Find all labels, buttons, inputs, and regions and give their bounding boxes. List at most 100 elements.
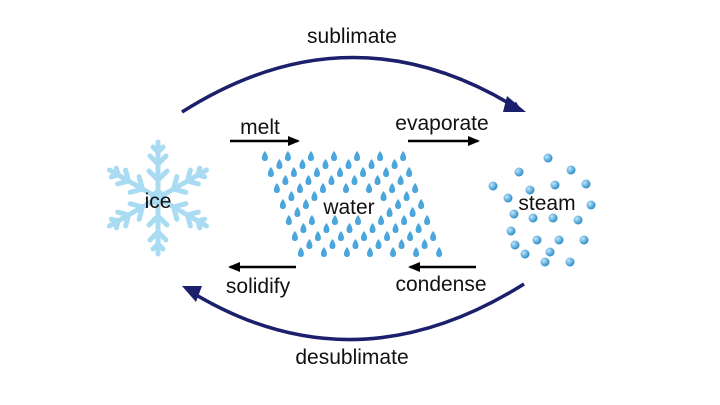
condense-label: condense (395, 273, 487, 296)
water-droplet (331, 151, 337, 161)
water-droplet (308, 215, 315, 225)
water-droplet (421, 239, 428, 249)
water-droplet (361, 231, 367, 241)
water-droplet (343, 183, 349, 193)
water-droplet (424, 215, 431, 225)
water-droplet (337, 231, 344, 241)
water-droplet (367, 247, 373, 257)
sublimate-arrowhead (503, 96, 526, 112)
water-droplet (288, 191, 295, 201)
water-droplet (369, 223, 376, 233)
steam-particle (573, 215, 583, 225)
water-droplet (284, 151, 291, 161)
water-droplet (291, 231, 298, 241)
water-droplet (329, 239, 336, 249)
water-droplet (418, 199, 425, 209)
water-droplet (311, 191, 318, 201)
water-droplet (436, 247, 443, 257)
steam-particle (586, 200, 596, 210)
steam-particle (554, 235, 564, 245)
water-droplet (366, 183, 373, 193)
water-droplet (328, 175, 335, 185)
water-droplet (302, 199, 309, 209)
water-droplets-icon (261, 151, 443, 257)
melt-label: melt (240, 116, 280, 139)
steam-particle (525, 185, 535, 195)
desublimate-arrow (187, 282, 525, 342)
steam-particle (548, 213, 558, 223)
water-droplet (313, 167, 320, 177)
sublimate-label: sublimate (307, 25, 397, 48)
steam-particle (565, 257, 575, 267)
water-droplet (403, 191, 410, 201)
water-droplet (430, 231, 437, 241)
steam-particle (540, 257, 550, 267)
steam-particle (579, 235, 589, 245)
water-droplet (392, 223, 399, 233)
water-droplet (306, 239, 313, 249)
steam-label: steam (518, 192, 576, 215)
water-droplet (305, 175, 312, 185)
desublimate-label: desublimate (295, 346, 409, 369)
water-droplet (360, 167, 367, 177)
water-droplet (322, 159, 329, 169)
water-droplet (368, 159, 375, 169)
water-droplet (273, 183, 280, 193)
water-droplet (409, 207, 416, 217)
water-droplet (314, 231, 321, 241)
water-droplet (354, 151, 361, 161)
water-droplet (345, 159, 352, 169)
steam-particle (520, 249, 530, 259)
water-droplet (407, 231, 414, 241)
water-droplet (294, 207, 301, 217)
water-droplet (401, 215, 408, 225)
water-droplet (276, 159, 283, 169)
water-label: water (323, 196, 375, 219)
water-droplet (355, 215, 361, 225)
steam-particle (550, 180, 560, 190)
water-droplet (398, 239, 405, 249)
vapor-particles-icon (488, 153, 596, 267)
steam-particle (543, 153, 553, 163)
water-droplet (390, 247, 397, 257)
water-droplet (378, 215, 385, 225)
water-droplet (299, 159, 306, 169)
sublimate-arrow (181, 55, 522, 114)
steam-particle (488, 181, 498, 191)
water-droplet (267, 167, 274, 177)
water-droplet (375, 239, 382, 249)
steam-particle (532, 235, 542, 245)
water-droplet (351, 175, 358, 185)
steam-particle (545, 247, 555, 257)
water-droplet (397, 175, 404, 185)
water-droplet (352, 239, 359, 249)
water-droplet (343, 247, 350, 257)
water-droplet (300, 223, 307, 233)
steam-particle (506, 226, 516, 236)
water-droplet (337, 167, 343, 177)
solidify-label: solidify (225, 275, 291, 298)
snowflake-icon (105, 139, 211, 254)
steam-particle (510, 240, 520, 250)
water-droplet (261, 151, 268, 161)
steam-particle (581, 179, 591, 189)
water-droplet (285, 215, 292, 225)
water-droplet (386, 207, 393, 217)
water-droplet (406, 167, 413, 177)
ice-label: ice (144, 190, 172, 213)
water-droplet (320, 247, 327, 257)
steam-particle (528, 213, 538, 223)
water-droplet (374, 175, 381, 185)
water-droplet (412, 183, 419, 193)
steam-particle (514, 167, 524, 177)
evaporate-label: evaporate (395, 112, 489, 135)
water-droplet (282, 175, 289, 185)
water-droplet (415, 223, 422, 233)
water-droplet (400, 151, 407, 161)
water-droplet (331, 215, 338, 225)
water-droplet (380, 191, 387, 201)
water-droplet (279, 199, 286, 209)
water-droplet (297, 247, 304, 257)
steam-particle (509, 209, 519, 219)
